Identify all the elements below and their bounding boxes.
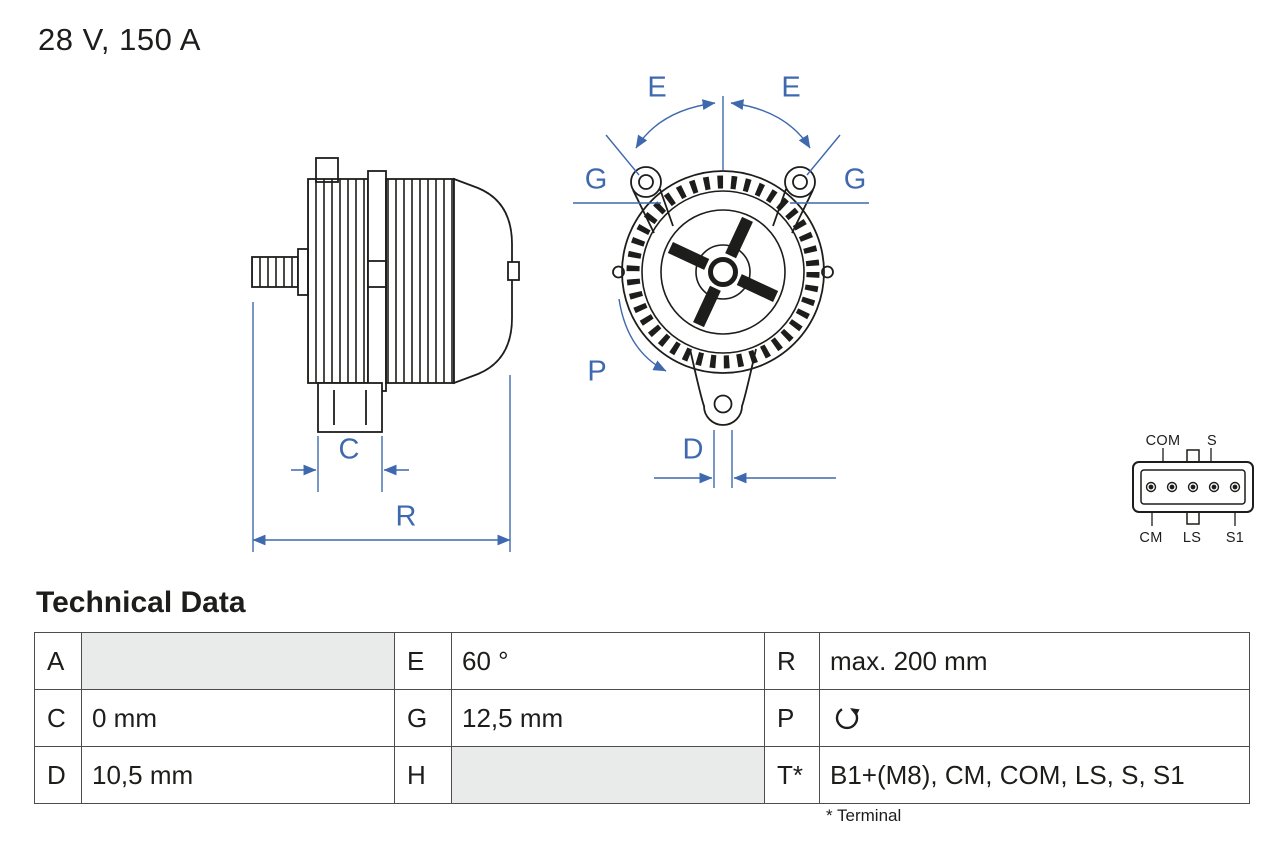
connector-pin-label-s1: S1 <box>1225 529 1245 546</box>
connector-pin-label-cm: CM <box>1139 529 1163 546</box>
tech-value-t: B1+(M8), CM, COM, LS, S, S1 <box>820 747 1249 803</box>
alternator-side-view <box>251 157 520 433</box>
tech-label-a: A <box>35 633 81 689</box>
dimension-label-e-left: E <box>647 71 667 104</box>
connector-pin-label-com: COM <box>1145 432 1181 449</box>
dimension-label-c: C <box>338 433 360 466</box>
dimension-annotations <box>252 96 869 552</box>
tech-label-c: C <box>35 690 81 746</box>
tech-label-d: D <box>35 747 81 803</box>
dimension-label-e-right: E <box>781 71 801 104</box>
tech-value-p <box>820 690 1249 746</box>
terminal-connector-diagram <box>1132 448 1254 526</box>
tech-value-r: max. 200 mm <box>820 633 1249 689</box>
tech-value-c: 0 mm <box>82 690 394 746</box>
technical-data-title: Technical Data <box>36 586 246 619</box>
tech-label-p: P <box>765 690 819 746</box>
dimension-label-g-left: G <box>584 163 608 196</box>
tech-value-h <box>452 747 764 803</box>
technical-data-table: A E 60 ° R max. 200 mm C 0 mm G 12,5 mm … <box>34 632 1250 804</box>
alternator-front-view <box>612 166 834 426</box>
dimension-label-p: P <box>587 355 607 388</box>
connector-pin-label-s: S <box>1207 432 1217 449</box>
tech-label-r: R <box>765 633 819 689</box>
connector-pins <box>1145 481 1241 493</box>
tech-value-e: 60 ° <box>452 633 764 689</box>
tech-value-d: 10,5 mm <box>82 747 394 803</box>
tech-value-a <box>82 633 394 689</box>
tech-label-g: G <box>395 690 451 746</box>
dimension-label-d: D <box>682 433 704 466</box>
dimension-label-g-right: G <box>843 163 867 196</box>
rotation-direction-icon <box>835 708 860 730</box>
tech-label-t: T* <box>765 747 819 803</box>
tech-value-g: 12,5 mm <box>452 690 764 746</box>
tech-label-h: H <box>395 747 451 803</box>
dimension-label-r: R <box>395 500 417 533</box>
electrical-rating: 28 V, 150 A <box>38 22 201 57</box>
connector-pin-label-ls: LS <box>1182 529 1202 546</box>
tech-label-e: E <box>395 633 451 689</box>
terminal-footnote: * Terminal <box>826 806 902 825</box>
alternator-technical-drawing <box>251 96 1254 552</box>
